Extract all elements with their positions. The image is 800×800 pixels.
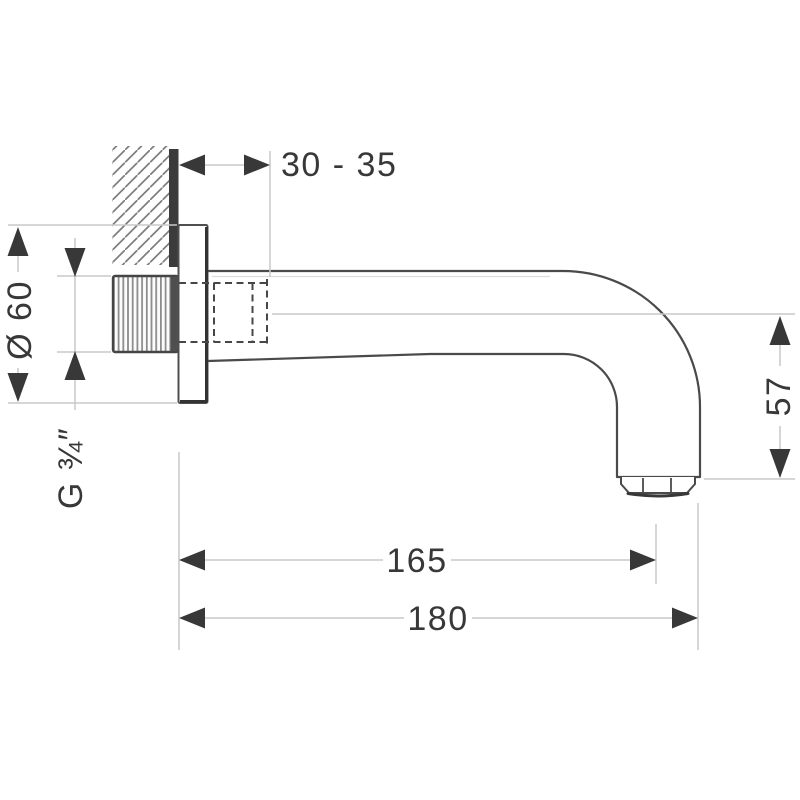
arrow-wall-depth-right [244, 154, 270, 176]
dim-label-outlet-height: 57 [759, 366, 799, 426]
escutcheon-plate [177, 224, 209, 404]
wall-hatch [112, 146, 169, 265]
thread-end-shadow [170, 277, 178, 351]
escutcheon [177, 224, 209, 404]
arrow-57-top [769, 316, 791, 345]
dimension-and-extension-lines [8, 151, 795, 650]
thread-connector [111, 274, 180, 354]
spout-fill [208, 271, 700, 477]
thread-body [111, 274, 180, 354]
hidden-detail-dashed-lines [179, 279, 268, 347]
arrow-o60-bottom [7, 373, 29, 402]
arrow-o60-top [7, 227, 29, 256]
arrow-165-left [179, 549, 205, 571]
spout-outline [207, 269, 702, 479]
dim-label-escutcheon-diameter: Ø 60 [0, 272, 40, 368]
arrow-165-right [630, 549, 656, 571]
aerator-collar [620, 477, 696, 494]
arrow-180-left [179, 607, 205, 629]
dim-label-wall-depth: 30 - 35 [281, 146, 398, 184]
spout-body [207, 269, 702, 479]
arrow-57-bottom [769, 449, 791, 478]
aerator-bottom-edge [626, 492, 690, 498]
arrow-180-right [672, 607, 698, 629]
arrow-g34-bottom [64, 351, 86, 380]
wall-surface [169, 149, 179, 267]
arrow-g34-top [64, 248, 86, 277]
aerator [620, 477, 696, 498]
arrow-wall-depth-left [179, 154, 205, 176]
dimension-arrows [7, 154, 791, 629]
dim-label-thread-size: G ¾″ [51, 420, 91, 516]
dim-label-length-180: 180 [404, 599, 472, 639]
dim-label-length-165: 165 [383, 541, 451, 581]
